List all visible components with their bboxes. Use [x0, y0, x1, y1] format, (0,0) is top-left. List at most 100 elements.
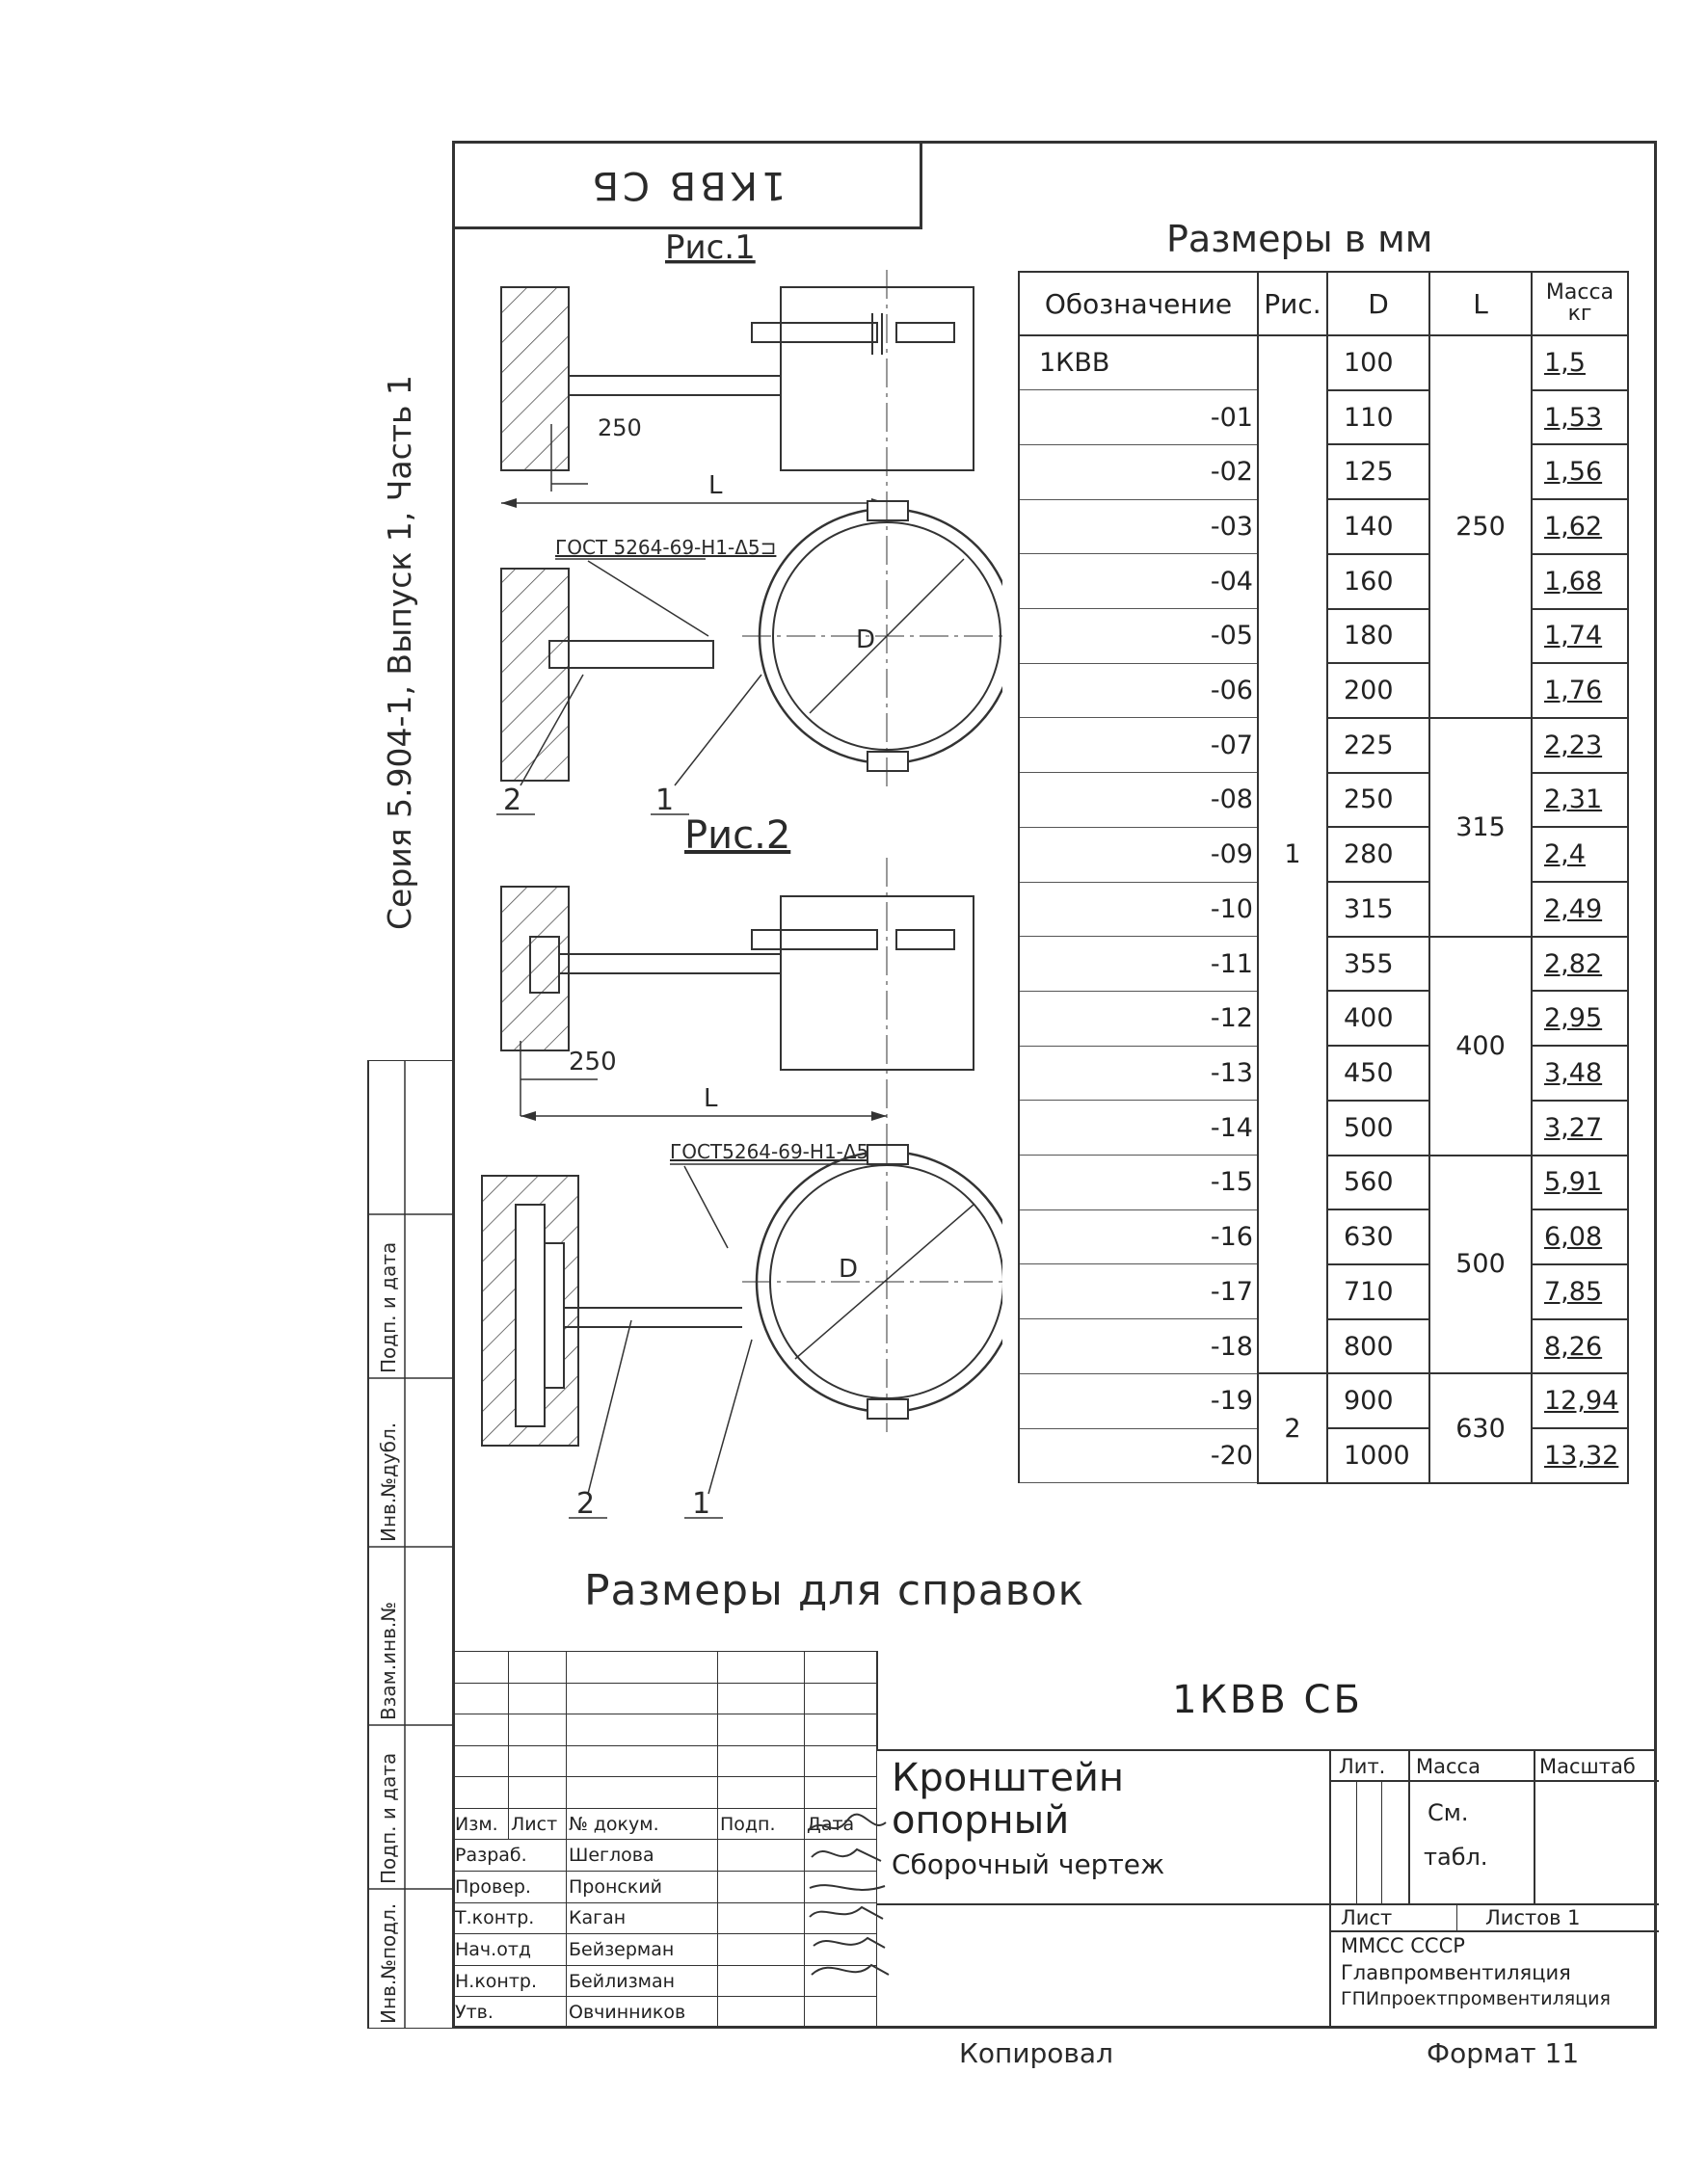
copied-by: Копировал [959, 2037, 1113, 2069]
column-header: D [1326, 271, 1430, 336]
role: Разраб. [452, 1839, 567, 1873]
diameter-cell: 180 [1326, 607, 1430, 665]
table-row: -07 225 315 2,23 [1018, 716, 1629, 938]
mass-value: См. [1428, 1799, 1469, 1826]
signature-table: Изм. Лист № докум. Подп. Дата Разраб.Шег… [452, 1651, 877, 2029]
sheet-format: Формат 11 [1427, 2037, 1580, 2069]
designation-cell: -15 [1018, 1155, 1259, 1210]
diameter-cell: 400 [1326, 990, 1430, 1048]
fig1-front-view: D 2 1 [496, 492, 1002, 817]
mass-cell: 2,95 [1531, 990, 1629, 1048]
mass-cell: 2,31 [1531, 771, 1629, 829]
diameter-cell: 800 [1326, 1317, 1430, 1375]
title-block: Изм. Лист № докум. Подп. Дата Разраб.Шег… [452, 1651, 1659, 2029]
person-name: Пронский [566, 1871, 718, 1903]
designation-cell: -20 [1018, 1428, 1259, 1484]
designation-cell: 1КВВ [1018, 335, 1259, 391]
diameter-cell: 710 [1326, 1262, 1430, 1320]
length-cell: 630 [1428, 1372, 1533, 1484]
mass-label: Масса [1416, 1755, 1481, 1778]
corner-code: 1КВВ СБ [588, 163, 787, 207]
table-row: -04 160 1,68 [1018, 552, 1629, 610]
person-name: Шеглова [566, 1839, 718, 1873]
designation-cell: -04 [1018, 553, 1259, 610]
mass-cell: 6,08 [1531, 1209, 1629, 1265]
weld-note-1: ГОСТ 5264-69-Н1-Δ5⊐ [555, 536, 776, 559]
mass-cell: 2,23 [1531, 716, 1629, 774]
person-name: Каган [566, 1901, 718, 1935]
header-izm: Изм. [452, 1807, 509, 1841]
mass-cell: 1,5 [1531, 334, 1629, 391]
sheets-label: Листов 1 [1485, 1906, 1581, 1929]
role: Нач.отд [452, 1933, 567, 1966]
product-name-line: опорный [892, 1798, 1070, 1843]
lit-label: Лит. [1339, 1755, 1386, 1778]
figure-cell: 2 [1257, 1372, 1328, 1484]
mass-cell: 8,26 [1531, 1317, 1629, 1375]
designation-cell: -06 [1018, 663, 1259, 719]
role: Н.контр. [452, 1964, 567, 1998]
sheet-label: Лист [1341, 1906, 1393, 1929]
assembly-drawings: Рис.1 250 L ГОСТ 5264-69-Н1-Δ5⊐ D 2 [481, 231, 1002, 1521]
person-name: Бейлизман [566, 1964, 718, 1998]
column-header: L [1428, 271, 1533, 336]
mass-cell: 5,91 [1531, 1154, 1629, 1211]
designation-cell: -12 [1018, 991, 1259, 1047]
dim-250: 250 [569, 1048, 617, 1076]
header-doc: № докум. [566, 1807, 718, 1841]
designation-cell: -09 [1018, 827, 1259, 883]
signature-row: Утв.Овчинников [452, 1996, 877, 2029]
title-code: 1КВВ СБ [876, 1651, 1657, 1751]
diameter-cell: 250 [1326, 771, 1430, 829]
column-header: Обозначение [1018, 271, 1259, 336]
designation-cell: -02 [1018, 444, 1259, 500]
mass-cell: 1,76 [1531, 662, 1629, 719]
role: Утв. [452, 1996, 567, 2029]
side-stamp: Инв.№подл. Подп. и дата Взам.инв.№ Инв.№… [367, 1060, 453, 2029]
figure-cell: 1 [1257, 333, 1328, 1375]
divider [876, 1903, 1329, 1905]
fig2-top-view: 250 L [500, 858, 974, 1156]
mass-cell: 1,53 [1531, 388, 1629, 446]
diameter-cell: 125 [1326, 443, 1430, 501]
diameter-cell: 450 [1326, 1045, 1430, 1102]
diameter-cell: 110 [1326, 388, 1430, 446]
pos-2: 2 [576, 1487, 595, 1521]
length-cell: 500 [1428, 1154, 1533, 1375]
designation-cell: -18 [1018, 1318, 1259, 1374]
designation-cell: -07 [1018, 717, 1259, 774]
diameter-cell: 160 [1326, 552, 1430, 610]
column-header: Масса кг [1531, 271, 1629, 336]
mass-cell: 1,62 [1531, 498, 1629, 555]
diameter-cell: 225 [1326, 716, 1430, 774]
side-stamp-field: Подп. и дата [377, 1753, 400, 1884]
dim-250: 250 [598, 414, 642, 441]
diameter-cell: 315 [1326, 881, 1430, 938]
organization: ГПИпроектпромвентиляция [1341, 1988, 1611, 2009]
diameter-cell: 200 [1326, 662, 1430, 719]
side-stamp-field: Инв.№дубл. [377, 1422, 400, 1542]
diameter-cell: 560 [1326, 1154, 1430, 1211]
corner-code-box [452, 141, 922, 229]
mass-cell: 1,68 [1531, 552, 1629, 610]
diameter-cell: 900 [1326, 1372, 1430, 1430]
organization: Главпромвентиляция [1341, 1961, 1571, 1984]
header-list: Лист [508, 1807, 567, 1841]
role: Т.контр. [452, 1901, 567, 1935]
fig2-front-view: D 2 1 [481, 1137, 1002, 1521]
designation-cell: -19 [1018, 1373, 1259, 1429]
side-stamp-field: Взам.инв.№ [377, 1602, 400, 1720]
designation-cell: -16 [1018, 1209, 1259, 1265]
mass-cell: 7,85 [1531, 1262, 1629, 1320]
